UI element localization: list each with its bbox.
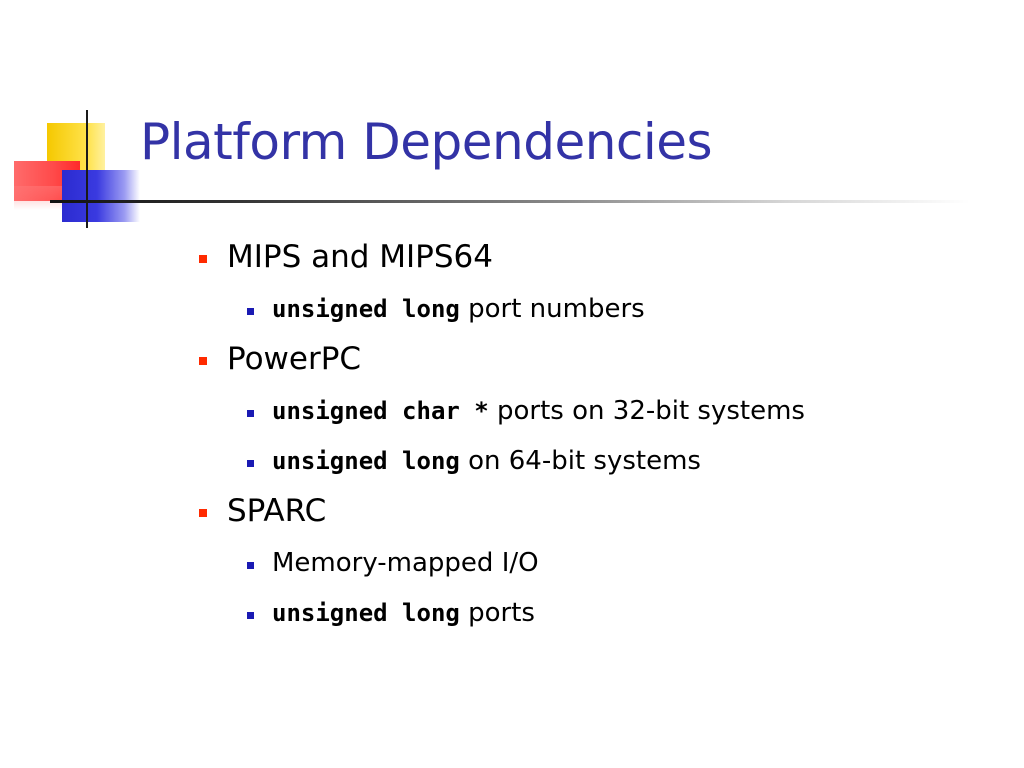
- sub-item-text: ports on 32-bit systems: [488, 396, 805, 426]
- red-square-bullet-icon: [199, 255, 207, 263]
- list-item-label: SPARC: [227, 493, 327, 529]
- blue-square-decoration: [62, 170, 140, 222]
- sub-item-mips-port-type: unsigned long port numbers: [195, 290, 995, 328]
- title-underline-rule: [50, 200, 970, 203]
- sub-item-text: Memory-mapped I/O: [272, 548, 539, 578]
- sub-item-powerpc-32bit: unsigned char * ports on 32-bit systems: [195, 392, 995, 430]
- sub-item-sparc-mmio: Memory-mapped I/O: [195, 544, 995, 582]
- sub-item-powerpc-64bit: unsigned long on 64-bit systems: [195, 442, 995, 480]
- sub-item-text: port numbers: [459, 294, 645, 324]
- bullet-list: MIPS and MIPS64 unsigned long port numbe…: [195, 236, 995, 632]
- sub-item-sparc-ports: unsigned long ports: [195, 594, 995, 632]
- slide-title: Platform Dependencies: [140, 113, 713, 171]
- list-item-label: PowerPC: [227, 341, 362, 377]
- blue-square-bullet-icon: [247, 308, 254, 315]
- list-item-powerpc: PowerPC: [195, 338, 995, 380]
- code-text: unsigned long: [272, 295, 460, 323]
- code-text: unsigned long: [272, 447, 460, 475]
- blue-square-bullet-icon: [247, 410, 254, 417]
- vertical-rule-decoration: [86, 110, 88, 228]
- blue-square-bullet-icon: [247, 562, 254, 569]
- list-item-label: MIPS and MIPS64: [227, 239, 493, 275]
- list-item-sparc: SPARC: [195, 490, 995, 532]
- red-square-bullet-icon: [199, 509, 207, 517]
- list-item-mips: MIPS and MIPS64: [195, 236, 995, 278]
- sub-item-text: on 64-bit systems: [459, 446, 701, 476]
- red-square-bullet-icon: [199, 357, 207, 365]
- code-text: unsigned long: [272, 599, 460, 627]
- sub-item-text: ports: [459, 598, 535, 628]
- code-text: unsigned char *: [272, 397, 489, 425]
- blue-square-bullet-icon: [247, 612, 254, 619]
- corner-decoration: [0, 0, 140, 240]
- blue-square-bullet-icon: [247, 460, 254, 467]
